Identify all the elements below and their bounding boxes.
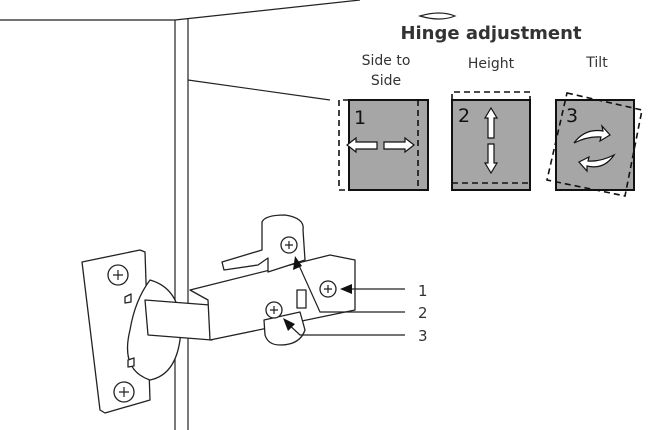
adjustment-label-height: Height	[468, 56, 515, 72]
arrow-up-icon	[483, 106, 499, 139]
tilt-panel: 3	[546, 92, 643, 197]
height-panel: 2	[451, 91, 531, 191]
hinge-illustration	[81, 214, 356, 414]
side-to-side-panel: 1	[338, 99, 429, 191]
panel-number: 1	[354, 107, 366, 129]
rotate-counterclockwise-icon	[578, 153, 616, 173]
panel-number: 2	[458, 105, 470, 127]
callout-2: 2	[293, 256, 428, 322]
callout-3: 3	[283, 318, 428, 345]
diagram-title: Hinge adjustment	[400, 23, 582, 44]
arrow-down-icon	[483, 143, 499, 175]
callout-label: 3	[418, 327, 428, 345]
rotate-clockwise-icon	[573, 123, 611, 144]
adjustment-label-tilt: Tilt	[585, 55, 608, 71]
panel-number: 3	[566, 105, 578, 127]
arrow-right-icon	[383, 136, 415, 154]
arrow-left-icon	[346, 136, 378, 154]
adjustment-label-side-to-side-line2: Side	[371, 73, 401, 89]
cabinet-outline	[0, 0, 457, 430]
callout-1: 1	[340, 282, 428, 300]
callout-label: 1	[418, 282, 428, 300]
callout-label: 2	[418, 304, 428, 322]
adjustment-label-side-to-side: Side to	[362, 53, 411, 69]
